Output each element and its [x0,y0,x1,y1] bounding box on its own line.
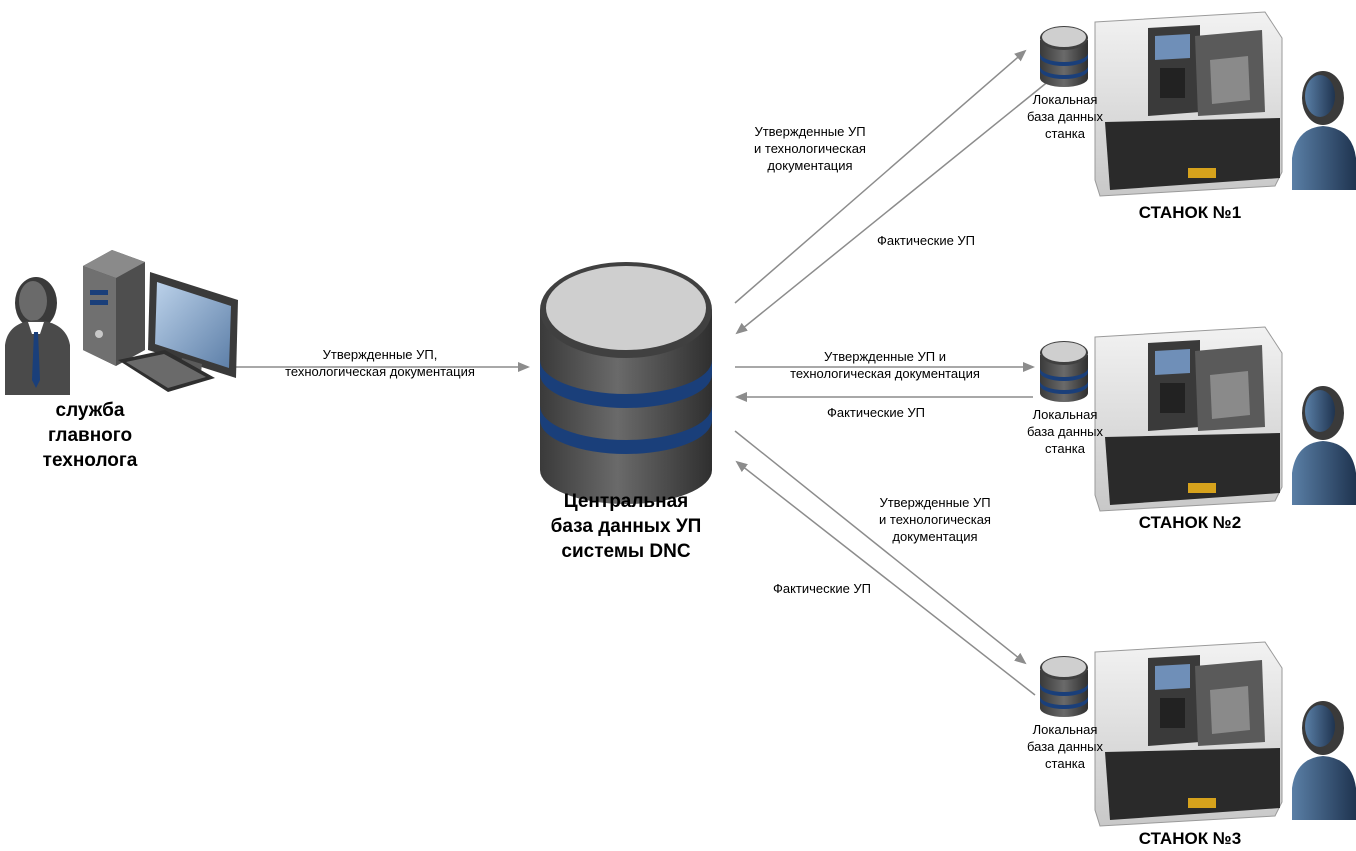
machine-2-title: СТАНОК №2 [1138,513,1242,532]
machine-2-local-db-icon [1040,341,1088,402]
arrow-db-to-m3 [734,430,1027,665]
arrow-label-db-to-m1: Утвержденные УП и технологическая докуме… [754,124,866,173]
machine-3-local-db-label: Локальная база данных станка [1026,722,1104,771]
machine-3-group [1040,641,1356,827]
central-db-label: Центральная база данных УП системы DNC [550,491,702,562]
arrow-label-tech-to-db: Утвержденные УП, технологическая докумен… [285,347,475,379]
machine-3-operator-icon [1292,701,1356,820]
keyboard-icon [118,350,215,392]
arrow-label-m1-to-db: Фактические УП [876,233,976,248]
technologist-person-icon [5,277,70,395]
machine-1-operator-icon [1292,71,1356,190]
machine-1-local-db-label: Локальная база данных станка [1026,92,1104,141]
arrow-db-to-m1 [734,49,1027,304]
machine-2-operator-icon [1292,386,1356,505]
machine-1-cnc-lathe-icon [1094,11,1283,197]
machine-3-local-db-icon [1040,656,1088,717]
machine-2-cnc-lathe-icon [1094,326,1283,512]
arrow-m3-to-db [735,460,1036,696]
machines-layer [1040,11,1356,827]
arrows-layer [234,49,1051,696]
machine-3-cnc-lathe-icon [1094,641,1283,827]
arrow-label-db-to-m3: Утвержденные УП и технологическая докуме… [879,495,991,544]
machine-1-group [1040,11,1356,197]
machine-2-local-db-label: Локальная база данных станка [1026,407,1104,456]
arrow-label-m2-to-db: Фактические УП [826,405,926,420]
machine-1-title: СТАНОК №1 [1138,203,1242,222]
pc-tower-icon [83,250,145,366]
arrow-label-m3-to-db: Фактические УП [772,581,872,596]
machine-2-group [1040,326,1356,512]
arrow-m1-to-db [735,79,1051,335]
technologist-workstation [5,250,238,395]
central-database-icon [540,262,712,504]
arrow-label-db-to-m2: Утвержденные УП и технологическая докуме… [790,349,980,381]
machine-1-local-db-icon [1040,26,1088,87]
technologist-label: служба главного технолога [42,400,138,471]
machine-3-title: СТАНОК №3 [1138,829,1242,848]
